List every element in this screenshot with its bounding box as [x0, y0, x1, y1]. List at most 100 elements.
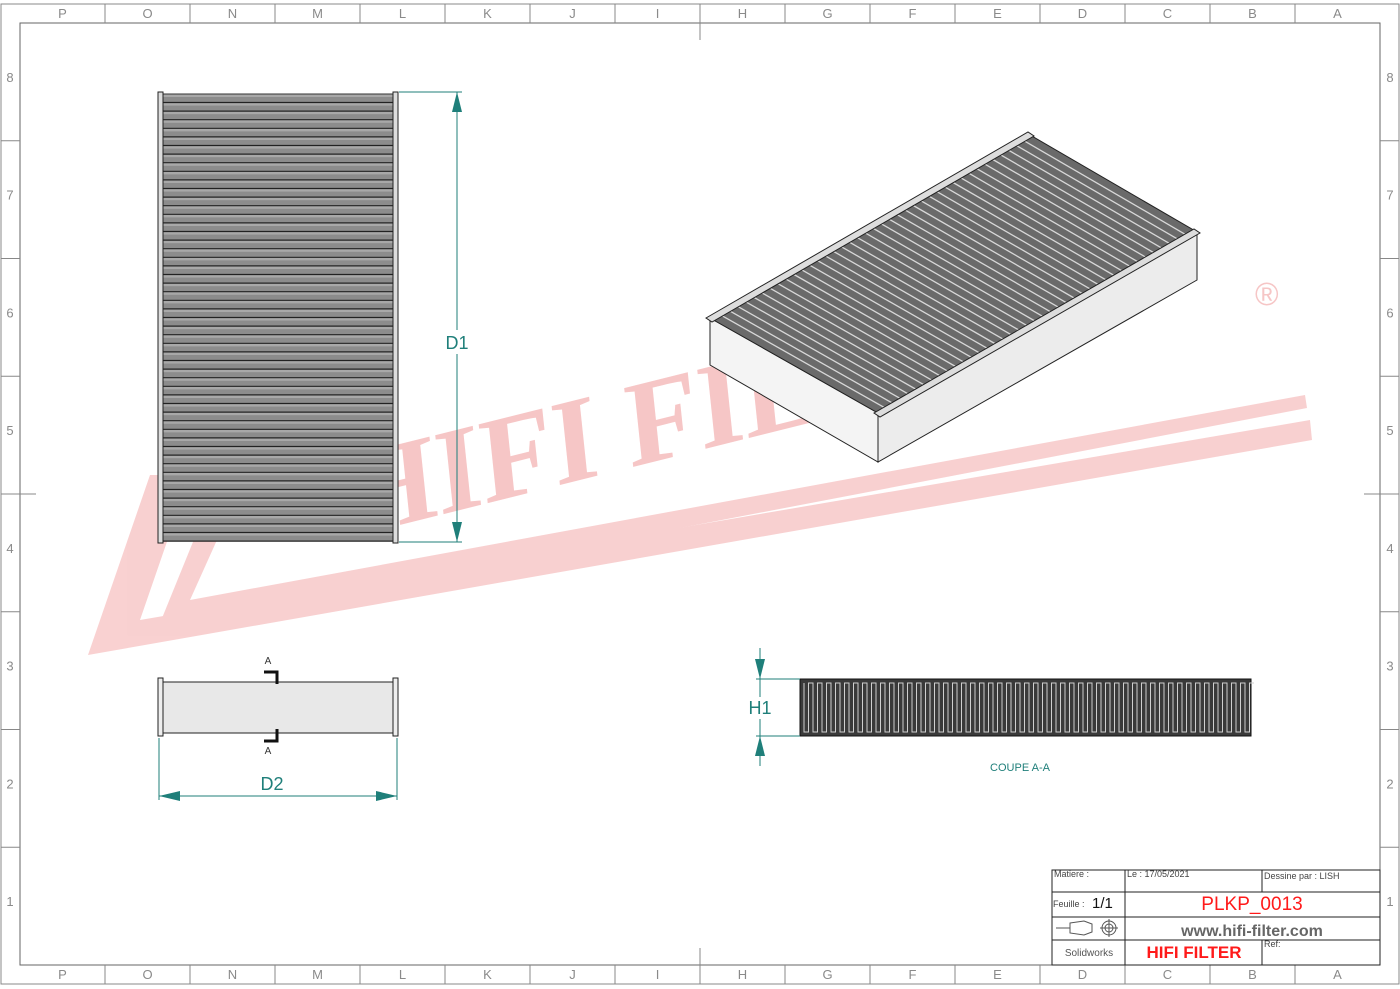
- section-mark-bottom: A: [265, 746, 272, 757]
- column-label: I: [656, 967, 660, 982]
- pleat: [163, 380, 394, 386]
- pleat: [163, 174, 394, 180]
- column-label: I: [656, 6, 660, 21]
- pleat: [163, 269, 394, 274]
- drawn-by: Dessine par : LISH: [1264, 871, 1340, 881]
- pleat: [163, 415, 394, 421]
- pleat: [163, 346, 394, 352]
- row-label: 6: [6, 305, 13, 320]
- pleat: [163, 432, 394, 438]
- pleat: [773, 280, 943, 378]
- pleat: [717, 312, 887, 410]
- pleat: [1005, 148, 1174, 247]
- column-label: A: [1333, 6, 1342, 21]
- pleat: [805, 262, 975, 360]
- row-label: 3: [1386, 659, 1393, 674]
- pleat: [163, 312, 394, 317]
- pleat: [765, 285, 935, 382]
- pleat: [163, 140, 394, 145]
- column-label: L: [399, 967, 406, 982]
- section-mark-top: A: [265, 656, 272, 667]
- pleat: [733, 303, 903, 400]
- row-label: 7: [6, 188, 13, 203]
- pleat: [163, 208, 394, 214]
- matiere-label: Matiere :: [1054, 869, 1089, 879]
- row-label: 8: [1386, 70, 1393, 85]
- watermark-stripe: [88, 420, 1312, 655]
- section-view: H1 COUPE A-A: [748, 648, 1254, 774]
- column-label: J: [569, 6, 576, 21]
- pleat: [845, 239, 1014, 337]
- pleat: [163, 243, 394, 249]
- column-label: H: [738, 6, 747, 21]
- pleat: [949, 180, 1118, 278]
- pleat: [163, 191, 394, 197]
- pleat: [893, 212, 1062, 310]
- pleat: [163, 484, 394, 489]
- pleat: [163, 372, 394, 378]
- pleat: [853, 235, 1022, 333]
- column-label: O: [142, 6, 152, 21]
- column-label: B: [1248, 967, 1257, 982]
- pleat: [163, 492, 394, 498]
- pleat: [885, 216, 1054, 315]
- pleat: [725, 308, 895, 405]
- pleat: [1021, 139, 1190, 238]
- pleat: [163, 105, 394, 111]
- row-label: 6: [1386, 305, 1393, 320]
- column-label: N: [228, 6, 237, 21]
- pleat: [925, 193, 1094, 292]
- pleat: [163, 226, 394, 231]
- pleat: [837, 244, 1006, 342]
- column-label: G: [822, 967, 832, 982]
- column-label: D: [1078, 6, 1087, 21]
- column-label: K: [483, 967, 492, 982]
- pleat: [797, 267, 967, 364]
- sheet-label: Feuille :: [1053, 899, 1085, 909]
- website: www.hifi-filter.com: [1180, 923, 1323, 940]
- pleat: [163, 251, 394, 257]
- pleat: [997, 152, 1166, 251]
- projection-symbol-icon: [1056, 919, 1118, 937]
- pleat: [163, 406, 394, 412]
- pleat: [163, 458, 394, 464]
- pleat: [163, 97, 394, 102]
- pleat: [163, 234, 394, 240]
- column-label: F: [909, 6, 917, 21]
- pleat: [163, 441, 394, 446]
- sheet-value: 1/1: [1092, 895, 1113, 912]
- pleat: [989, 157, 1158, 256]
- watermark-stripe: [158, 395, 1307, 628]
- pleat: [163, 329, 394, 335]
- pleat: [965, 171, 1134, 269]
- dimension-d1: D1: [445, 333, 468, 353]
- pleat: [163, 114, 394, 120]
- row-label: 2: [6, 776, 13, 791]
- pleat: [933, 189, 1102, 287]
- pleat: [163, 131, 394, 137]
- date-label: Le : 17/05/2021: [1127, 869, 1190, 879]
- pleat: [163, 423, 394, 429]
- pleat: [163, 286, 394, 292]
- pleat: [163, 518, 394, 524]
- brand: HIFI FILTER: [1146, 943, 1241, 962]
- pleat: [941, 184, 1110, 283]
- dimension-d2: D2: [260, 774, 283, 794]
- pleat: [163, 449, 394, 455]
- pleat: [163, 157, 394, 163]
- column-label: D: [1078, 967, 1087, 982]
- pleat: [163, 355, 394, 360]
- pleat: [789, 271, 959, 369]
- column-label: H: [738, 967, 747, 982]
- row-label: 2: [1386, 776, 1393, 791]
- column-label: P: [58, 6, 67, 21]
- column-label: G: [822, 6, 832, 21]
- pleat: [749, 294, 919, 391]
- pleat: [909, 203, 1078, 301]
- pleat: [163, 363, 394, 369]
- column-label: N: [228, 967, 237, 982]
- pleat: [163, 398, 394, 403]
- title-block: Matiere : Le : 17/05/2021 Dessine par : …: [1051, 869, 1381, 966]
- front-view: D1: [157, 91, 469, 544]
